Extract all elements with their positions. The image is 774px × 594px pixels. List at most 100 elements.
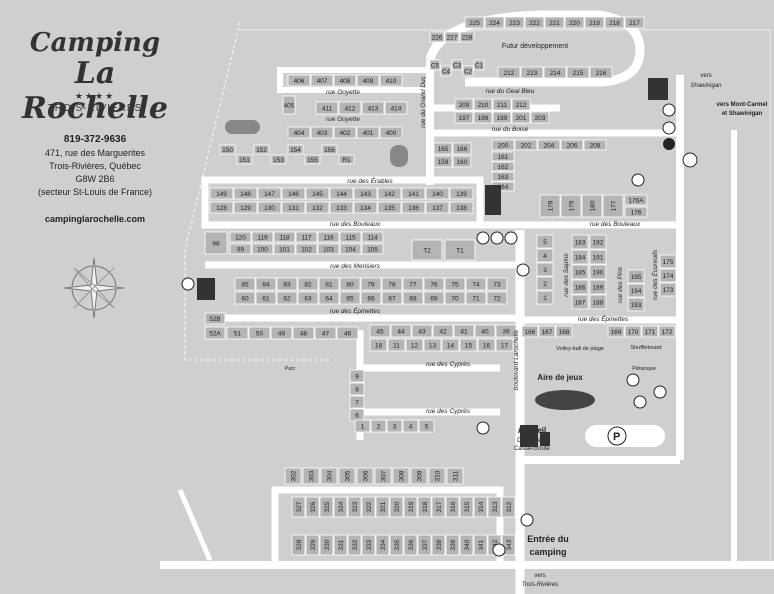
site-336[interactable]: 336 [403,534,418,556]
site-117[interactable]: 117 [295,231,318,243]
site-174[interactable]: 174 [659,268,677,283]
site-48[interactable]: 48 [292,326,315,340]
site-412[interactable]: 412 [338,101,362,115]
site-98[interactable]: 98 [204,231,228,255]
site-175[interactable]: 175 [659,254,677,269]
site-101[interactable]: 101 [273,243,296,255]
site-341[interactable]: 341 [473,534,488,556]
site-218[interactable]: 218 [604,16,625,29]
site-80[interactable]: 80 [339,277,361,291]
site-338[interactable]: 338 [431,534,446,556]
site-146[interactable]: 146 [281,187,306,200]
site-115[interactable]: 115 [339,231,362,243]
site-76[interactable]: 76 [423,277,445,291]
site-319[interactable]: 319 [403,496,418,518]
site-142[interactable]: 142 [377,187,402,200]
site-62[interactable]: 62 [276,291,298,305]
site-161[interactable]: 161 [491,151,515,162]
site-187[interactable]: 187 [571,294,589,310]
site-201[interactable]: 201 [511,111,531,124]
site-46[interactable]: 46 [336,326,359,340]
site-173[interactable]: 173 [659,282,677,297]
site-14[interactable]: 14 [441,338,460,352]
site-129[interactable]: 129 [233,201,258,214]
site-312[interactable]: 312 [501,496,516,518]
site-321[interactable]: 321 [375,496,390,518]
site-176A[interactable]: 176A [624,194,648,206]
site-329[interactable]: 329 [305,534,320,556]
site-408[interactable]: 408 [333,74,357,87]
site-C4[interactable]: C4 [440,65,452,77]
site-302[interactable]: 302 [284,467,302,485]
site-202[interactable]: 202 [514,139,538,151]
site-148[interactable]: 148 [233,187,258,200]
site-328[interactable]: 328 [291,534,306,556]
site-140[interactable]: 140 [425,187,450,200]
site-180[interactable]: 180 [581,194,603,218]
site-61[interactable]: 61 [255,291,277,305]
site-188[interactable]: 188 [589,294,607,310]
site-11[interactable]: 11 [387,338,406,352]
site-51[interactable]: 51 [226,326,249,340]
accueil-building[interactable] [520,425,538,447]
site-41[interactable]: 41 [453,324,475,338]
site-317[interactable]: 317 [431,496,446,518]
site-330[interactable]: 330 [319,534,334,556]
site-2[interactable]: 2 [370,419,387,433]
site-65[interactable]: 65 [339,291,361,305]
site-145[interactable]: 145 [305,187,330,200]
site-184[interactable]: 184 [571,249,589,265]
site-226[interactable]: 226 [429,31,445,43]
site-74[interactable]: 74 [465,277,487,291]
site-116[interactable]: 116 [317,231,340,243]
site-18[interactable]: 18 [369,338,388,352]
site-4[interactable]: 4 [402,419,419,433]
court-T1[interactable]: T1 [444,239,476,261]
site-401[interactable]: 401 [356,126,380,139]
site-327[interactable]: 327 [291,496,306,518]
site-120[interactable]: 120 [229,231,252,243]
site-7[interactable]: 7 [349,395,365,409]
phone[interactable]: 819-372-9636 [63,134,127,145]
site-17[interactable]: 17 [495,338,514,352]
site-325[interactable]: 325 [319,496,334,518]
site-9[interactable]: 9 [349,369,365,383]
site-78[interactable]: 78 [381,277,403,291]
site-179[interactable]: 179 [560,194,582,218]
site-405[interactable]: 405 [282,95,296,115]
site-410[interactable]: 410 [379,74,403,87]
site-213[interactable]: 213 [520,66,544,79]
site-138[interactable]: 138 [449,201,474,214]
site-84[interactable]: 84 [255,277,277,291]
site-4[interactable]: 4 [536,248,554,263]
site-183[interactable]: 183 [571,234,589,250]
site-407[interactable]: 407 [310,74,334,87]
site-223[interactable]: 223 [504,16,525,29]
site-339[interactable]: 339 [445,534,460,556]
site-63[interactable]: 63 [297,291,319,305]
site-206[interactable]: 206 [560,139,584,151]
site-409[interactable]: 409 [356,74,380,87]
site-403[interactable]: 403 [310,126,334,139]
site-133[interactable]: 133 [329,201,354,214]
site-130[interactable]: 130 [257,201,282,214]
site-60[interactable]: 60 [234,291,256,305]
site-162[interactable]: 162 [491,161,515,172]
site-5[interactable]: 5 [536,234,554,249]
site-82[interactable]: 82 [297,277,319,291]
site-310[interactable]: 310 [428,467,446,485]
site-165[interactable]: 165 [433,142,453,155]
site-66[interactable]: 66 [360,291,382,305]
site-313[interactable]: 313 [487,496,502,518]
site-166[interactable]: 166 [521,325,539,338]
site-156[interactable]: 156 [321,144,338,155]
site-314[interactable]: 314 [473,496,488,518]
site-77[interactable]: 77 [402,277,424,291]
site-83[interactable]: 83 [276,277,298,291]
site-219[interactable]: 219 [584,16,605,29]
site-151[interactable]: 151 [236,154,253,165]
site-52B[interactable]: 52B [204,312,226,325]
site-204[interactable]: 204 [537,139,561,151]
site-168[interactable]: 168 [555,325,573,338]
site-47[interactable]: 47 [314,326,337,340]
